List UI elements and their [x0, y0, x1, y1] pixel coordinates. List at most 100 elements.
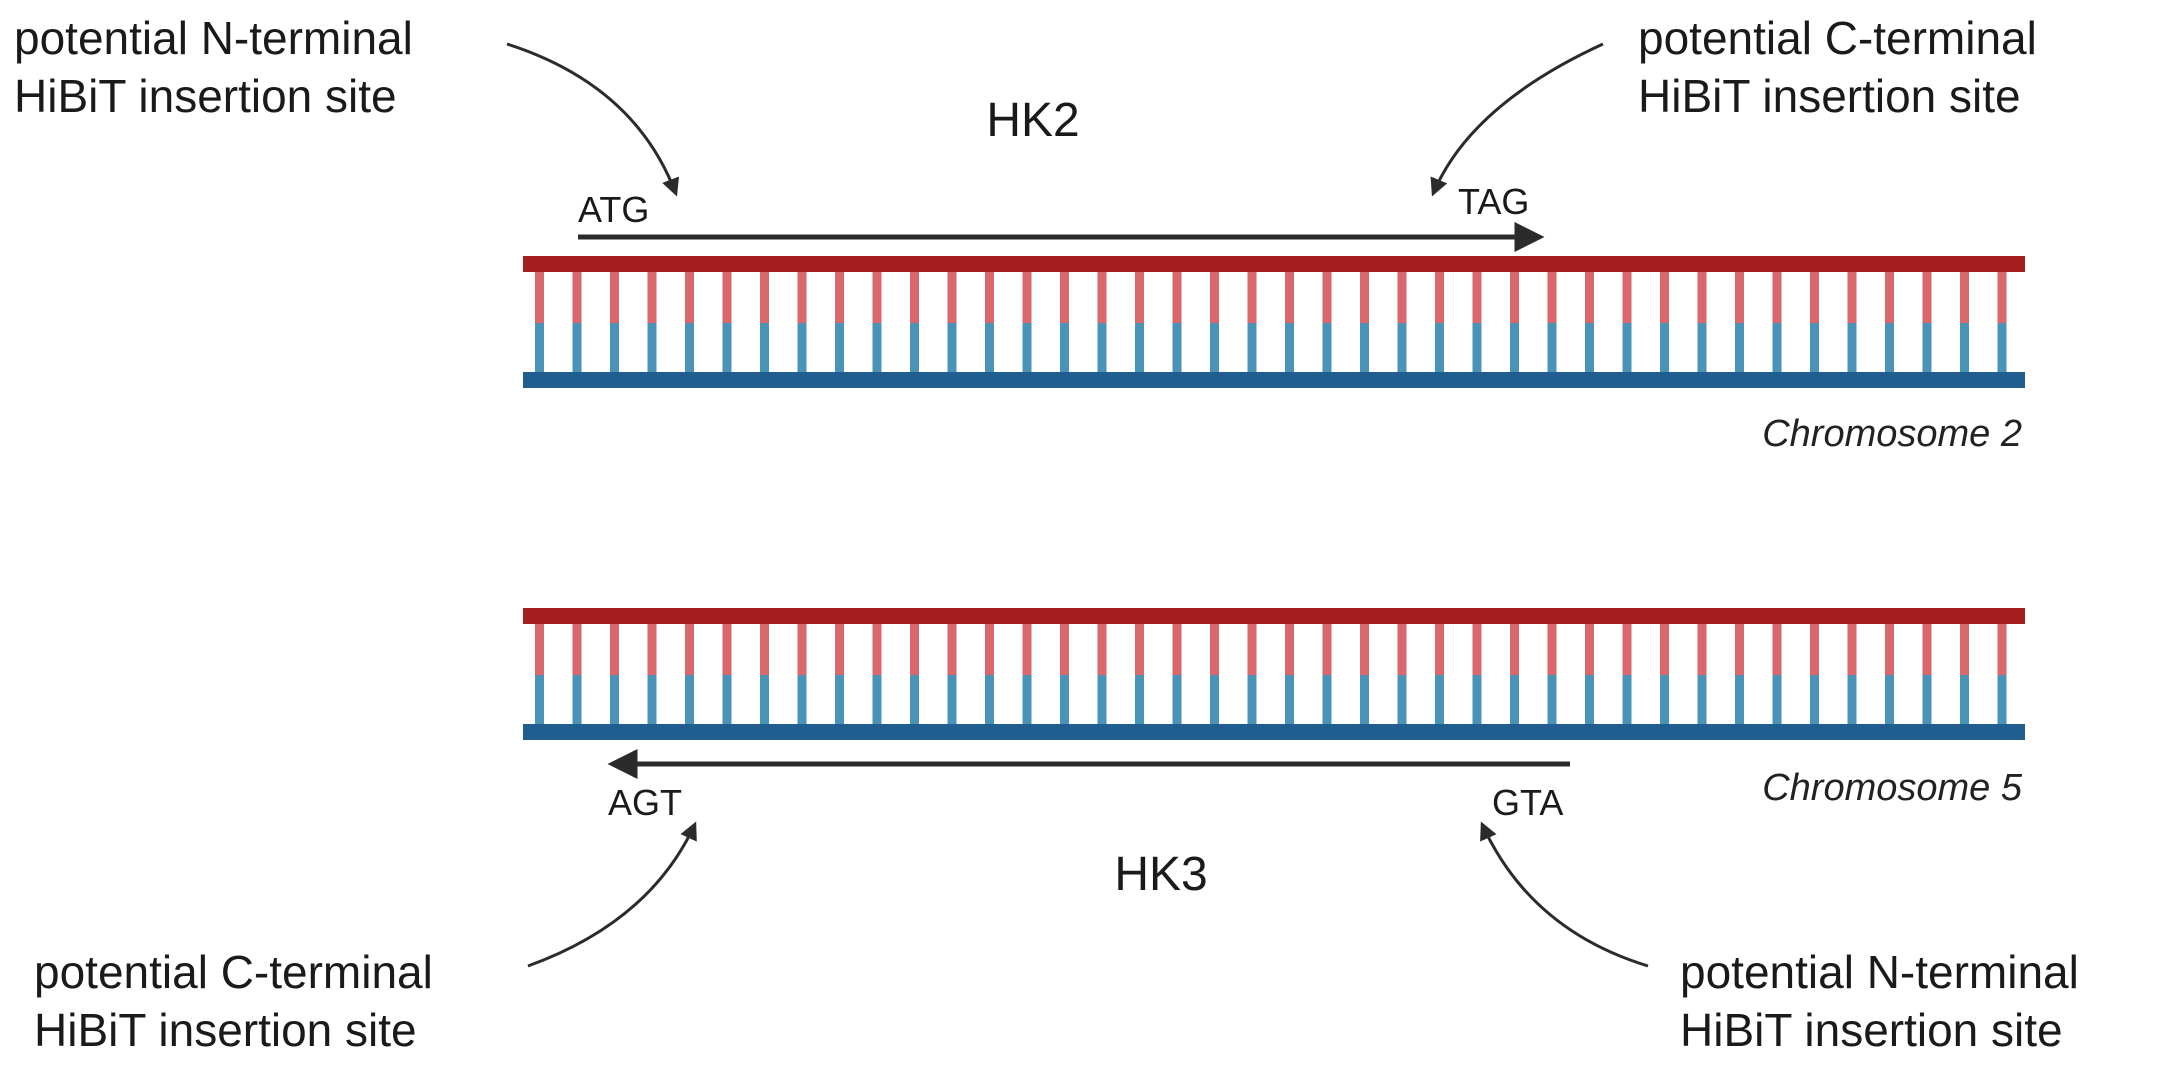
base-pair-upper	[947, 270, 957, 323]
base-pair-upper	[647, 622, 657, 675]
base-pair-upper	[1547, 622, 1557, 675]
base-pair-lower	[1210, 323, 1219, 374]
base-pair-lower	[872, 323, 882, 374]
base-pair-lower	[572, 675, 582, 726]
base-pair-upper	[1060, 622, 1069, 675]
base-pair-upper	[835, 270, 844, 323]
base-pair-lower	[797, 323, 807, 374]
base-pair-upper	[1585, 270, 1594, 323]
base-pair-lower	[1922, 675, 1932, 726]
base-pair-upper	[1847, 270, 1857, 323]
base-pair-lower	[910, 675, 919, 726]
base-pair-lower	[1322, 675, 1332, 726]
base-pair-upper	[1585, 622, 1594, 675]
base-pair-lower	[1885, 675, 1894, 726]
base-pair-lower	[1697, 675, 1707, 726]
base-pair-lower	[1135, 323, 1144, 374]
base-pair-upper	[572, 270, 582, 323]
base-pair-lower	[1172, 675, 1182, 726]
base-pair-lower	[1697, 323, 1707, 374]
base-pair-lower	[1435, 675, 1444, 726]
base-pair-lower	[1735, 675, 1744, 726]
gene-label-hk2: HK2	[986, 94, 1079, 147]
base-pair-upper	[1922, 622, 1932, 675]
base-pair-upper	[572, 622, 582, 675]
base-pair-lower	[1210, 675, 1219, 726]
callout-line-1: potential N-terminal	[1680, 946, 2079, 998]
base-pair-upper	[1247, 622, 1257, 675]
base-pair-upper	[1622, 622, 1632, 675]
c-terminal-callout-top: potential C-terminal HiBiT insertion sit…	[1638, 12, 2050, 122]
base-pair-upper	[1022, 622, 1032, 675]
base-pair-upper	[1135, 622, 1144, 675]
base-pair-lower	[1060, 675, 1069, 726]
base-pair-lower	[1435, 323, 1444, 374]
base-pair-upper	[835, 622, 844, 675]
base-pair-lower	[722, 675, 732, 726]
base-pair-lower	[1060, 323, 1069, 374]
base-pair-upper	[647, 270, 657, 323]
base-pair-upper	[1210, 270, 1219, 323]
base-pair-upper	[1885, 622, 1894, 675]
c-terminal-pointer-arrow-bottom	[527, 821, 697, 968]
base-pair-upper	[1360, 622, 1369, 675]
base-pair-upper	[1772, 270, 1782, 323]
base-pair-upper	[1997, 270, 2007, 323]
base-pair-lower	[1247, 323, 1257, 374]
base-pair-lower	[685, 323, 694, 374]
callout-line-1: potential C-terminal	[34, 946, 433, 998]
base-pair-upper	[1885, 270, 1894, 323]
base-pair-upper	[1172, 270, 1182, 323]
base-pair-upper	[722, 270, 732, 323]
base-pair-upper	[760, 622, 769, 675]
base-pair-upper	[797, 622, 807, 675]
base-pair-upper	[1622, 270, 1632, 323]
base-pair-upper	[1285, 622, 1294, 675]
base-pair-upper	[1022, 270, 1032, 323]
base-pair-upper	[535, 622, 544, 675]
base-pair-lower	[610, 675, 619, 726]
gene-label-hk3: HK3	[1114, 848, 1207, 901]
right-codon-label: GTA	[1492, 782, 1563, 823]
base-pair-upper	[1660, 622, 1669, 675]
base-pair-upper	[1772, 622, 1782, 675]
base-pair-lower	[835, 323, 844, 374]
base-pair-lower	[1322, 323, 1332, 374]
base-pair-lower	[1960, 675, 1969, 726]
base-pair-lower	[1735, 323, 1744, 374]
base-pair-upper	[1810, 270, 1819, 323]
base-pair-lower	[947, 323, 957, 374]
base-pair-upper	[1472, 622, 1482, 675]
n-terminal-callout-bottom: potential N-terminal HiBiT insertion sit…	[1680, 946, 2092, 1056]
n-terminal-callout-top: potential N-terminal HiBiT insertion sit…	[14, 12, 426, 122]
base-pair-lower	[835, 675, 844, 726]
base-pair-upper	[1847, 622, 1857, 675]
base-pair-upper	[1435, 270, 1444, 323]
base-pair-lower	[985, 323, 994, 374]
n-terminal-pointer-arrow-top	[506, 42, 680, 197]
base-pair-lower	[797, 675, 807, 726]
start-codon-label: ATG	[578, 189, 649, 230]
base-pair-lower	[1585, 675, 1594, 726]
base-pair-upper	[1172, 622, 1182, 675]
base-pair-upper	[1210, 622, 1219, 675]
base-pair-upper	[1435, 622, 1444, 675]
bottom-strand-2	[523, 724, 2025, 740]
base-pair-lower	[685, 675, 694, 726]
base-pair-lower	[647, 323, 657, 374]
base-pair-upper	[1960, 270, 1969, 323]
base-pair-lower	[722, 323, 732, 374]
base-pair-upper	[1960, 622, 1969, 675]
base-pair-lower	[572, 323, 582, 374]
base-pair-upper	[985, 270, 994, 323]
callout-line-1: potential N-terminal	[14, 12, 413, 64]
dna-base-pairs-1	[535, 270, 2007, 374]
base-pair-lower	[947, 675, 957, 726]
base-pair-upper	[685, 622, 694, 675]
base-pair-lower	[1472, 675, 1482, 726]
base-pair-lower	[1022, 323, 1032, 374]
base-pair-upper	[872, 622, 882, 675]
base-pair-upper	[1060, 270, 1069, 323]
base-pair-lower	[1285, 323, 1294, 374]
base-pair-upper	[910, 622, 919, 675]
